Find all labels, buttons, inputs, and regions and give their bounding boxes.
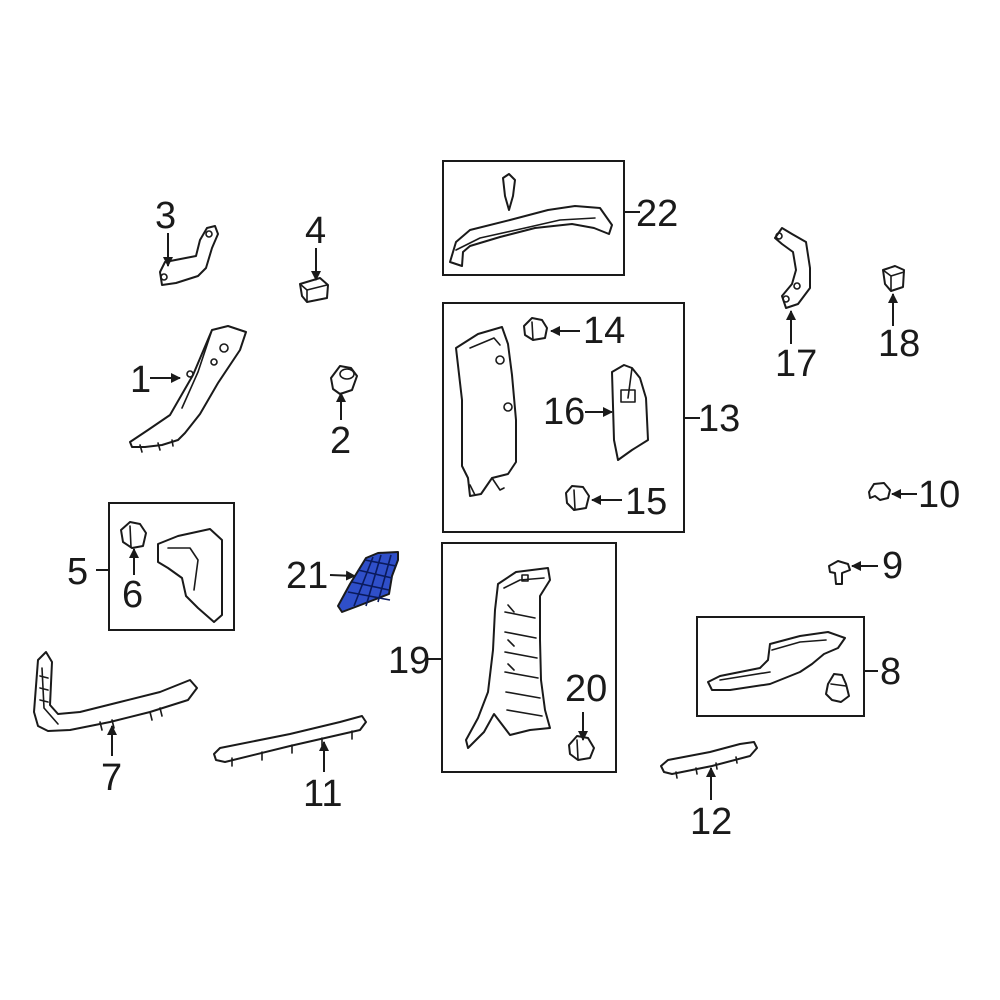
- part-9-screw: [828, 560, 851, 585]
- part-15-clip: [565, 485, 590, 511]
- callout-1: 1: [130, 359, 151, 401]
- part-21-highlighted-cover: [337, 551, 399, 613]
- part-7-scuff-plate: [33, 651, 198, 732]
- callout-4: 4: [305, 210, 326, 252]
- callout-7: 7: [101, 757, 122, 799]
- part-6-clip: [120, 521, 147, 549]
- callout-2: 2: [330, 420, 351, 462]
- callout-14: 14: [583, 310, 625, 352]
- callout-6: 6: [122, 574, 143, 616]
- part-11-scuff-plate: [213, 715, 367, 767]
- callout-20: 20: [565, 668, 607, 710]
- callout-10: 10: [918, 474, 960, 516]
- part-22-roof-garnish: [449, 173, 613, 267]
- part-16-pillar-cover: [611, 364, 649, 461]
- callout-18: 18: [878, 323, 920, 365]
- part-8-door-trim: [707, 631, 846, 691]
- callout-16: 16: [543, 391, 585, 433]
- part-5-cowl-side-trim: [157, 528, 223, 623]
- part-3-bracket: [159, 225, 219, 286]
- part-2-grommet: [330, 365, 358, 395]
- group-box-22: [442, 160, 625, 276]
- group-box-19: [441, 542, 617, 773]
- callout-17: 17: [775, 343, 817, 385]
- part-14-clip: [523, 317, 548, 341]
- part-13-center-pillar-upper: [455, 326, 517, 497]
- part-8-clip: [825, 673, 850, 703]
- part-4-clip: [299, 277, 329, 303]
- callout-9: 9: [882, 545, 903, 587]
- part-10-clip: [868, 482, 891, 501]
- callout-5: 5: [67, 551, 88, 593]
- callout-21: 21: [286, 555, 328, 597]
- callout-19: 19: [388, 640, 430, 682]
- callout-13: 13: [698, 398, 740, 440]
- part-17-bracket: [774, 227, 811, 309]
- callout-3: 3: [155, 195, 176, 237]
- part-18-clip: [882, 265, 905, 292]
- part-19-center-pillar-lower: [465, 567, 551, 749]
- group-box-5: [108, 502, 235, 631]
- callout-15: 15: [625, 481, 667, 523]
- part-12-scuff-plate: [660, 741, 758, 779]
- callout-11: 11: [303, 773, 342, 815]
- callout-22: 22: [636, 193, 678, 235]
- callout-12: 12: [690, 801, 732, 843]
- part-20-clip: [568, 735, 595, 761]
- part-1-front-pillar-garnish: [129, 325, 247, 453]
- leader-lines: [96, 211, 917, 800]
- group-box-8: [696, 616, 865, 717]
- callout-8: 8: [880, 651, 901, 693]
